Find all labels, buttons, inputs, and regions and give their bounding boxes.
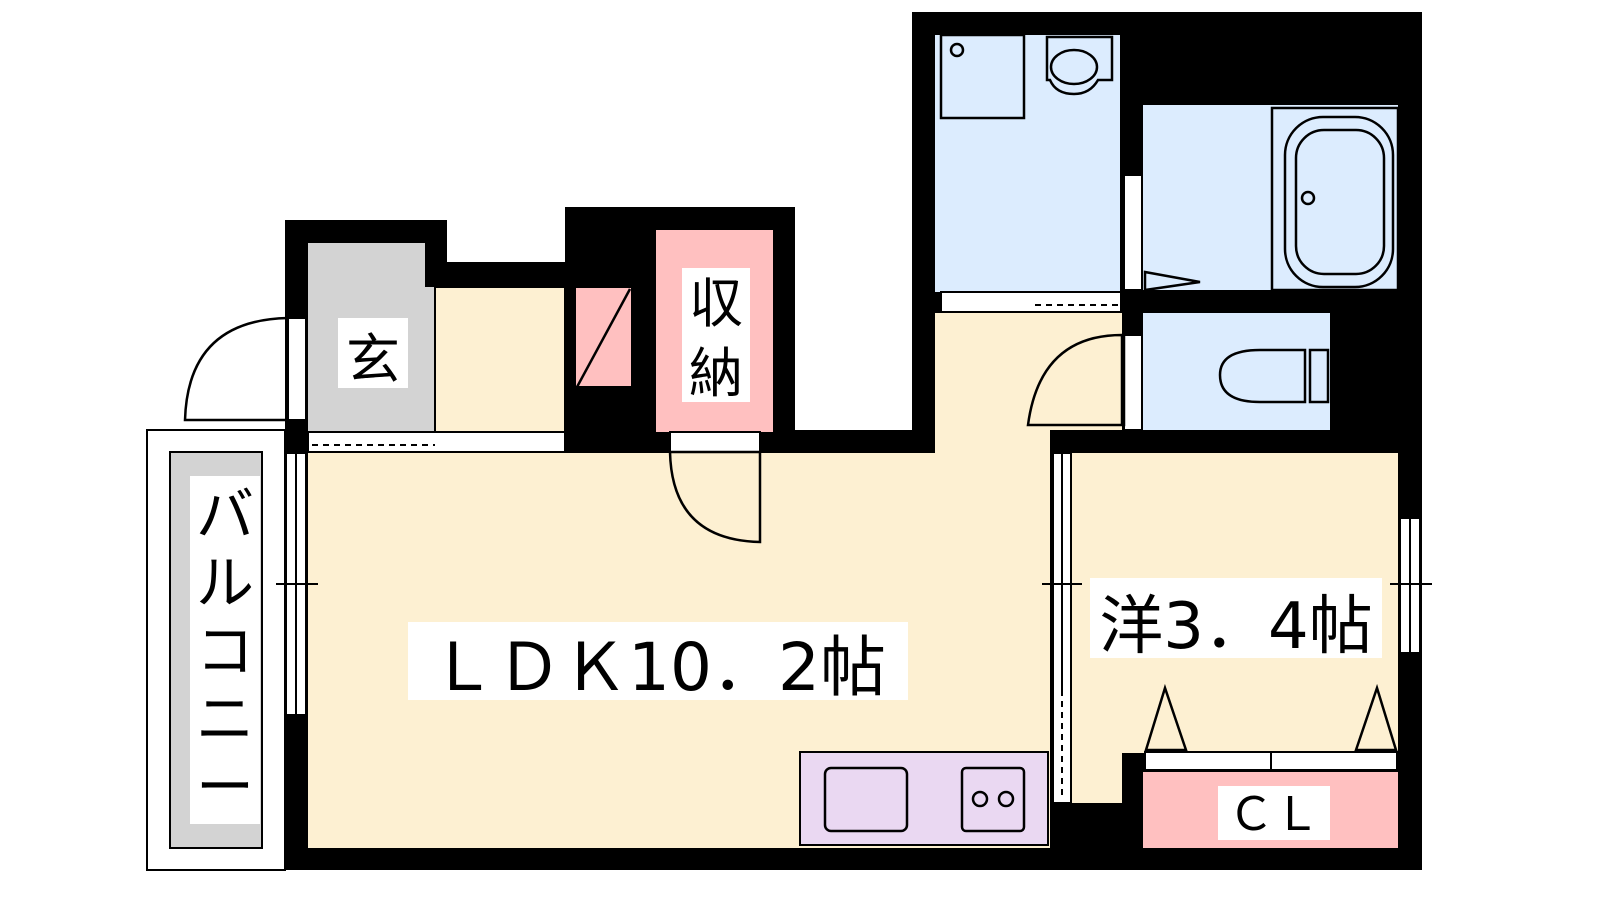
entrance-step: [307, 431, 566, 453]
entrance-label-bg: [338, 318, 408, 388]
washroom: [935, 35, 1120, 292]
stove: [960, 766, 1026, 833]
door-frame: [1123, 334, 1143, 431]
storage-label-bg: [682, 268, 750, 402]
washing-machine-space: [939, 33, 1026, 120]
balcony-label: バ ル コ ニ ー: [196, 481, 254, 821]
storage-door[interactable]: [668, 450, 762, 544]
sink: [1045, 35, 1114, 96]
svg-text:コ: コ: [196, 617, 254, 685]
western-label-bg: [1090, 578, 1382, 658]
western-room-label: 洋3．4帖: [1099, 590, 1372, 664]
washroom-sliding-door[interactable]: [940, 291, 1122, 313]
svg-text:ニ: ニ: [196, 685, 254, 753]
toilet-room: [1143, 313, 1330, 430]
closet-door-left[interactable]: [1144, 683, 1188, 752]
bathtub: [1283, 115, 1395, 289]
toilet: [1218, 348, 1307, 404]
storage-label-1: 収: [689, 272, 743, 335]
kitchen-sink: [823, 766, 909, 833]
storage-label-2: 納: [689, 342, 743, 405]
closet-label-bg: [1218, 786, 1330, 840]
ldk-label-bg: [408, 622, 908, 700]
entrance-door[interactable]: [183, 316, 290, 422]
closet-label: ＣＬ: [1228, 787, 1320, 841]
bathtub-frame: [1270, 106, 1400, 292]
svg-text:バ: バ: [196, 481, 254, 549]
corridor: [935, 313, 1122, 430]
svg-text:ル: ル: [196, 549, 254, 617]
balcony-label-bg: [190, 476, 260, 824]
bathroom: [1143, 105, 1398, 290]
closet-door-right[interactable]: [1354, 683, 1398, 752]
hall: [434, 286, 566, 433]
door-frame: [669, 431, 761, 453]
ldk-label: ＬＤＫ10．2帖: [430, 629, 886, 706]
door-frame: [287, 317, 307, 421]
svg-text:ー: ー: [196, 753, 254, 821]
bathroom-door[interactable]: [1123, 174, 1143, 291]
entrance-label: 玄: [346, 328, 400, 391]
shoe-closet-diagonal: [575, 288, 632, 388]
